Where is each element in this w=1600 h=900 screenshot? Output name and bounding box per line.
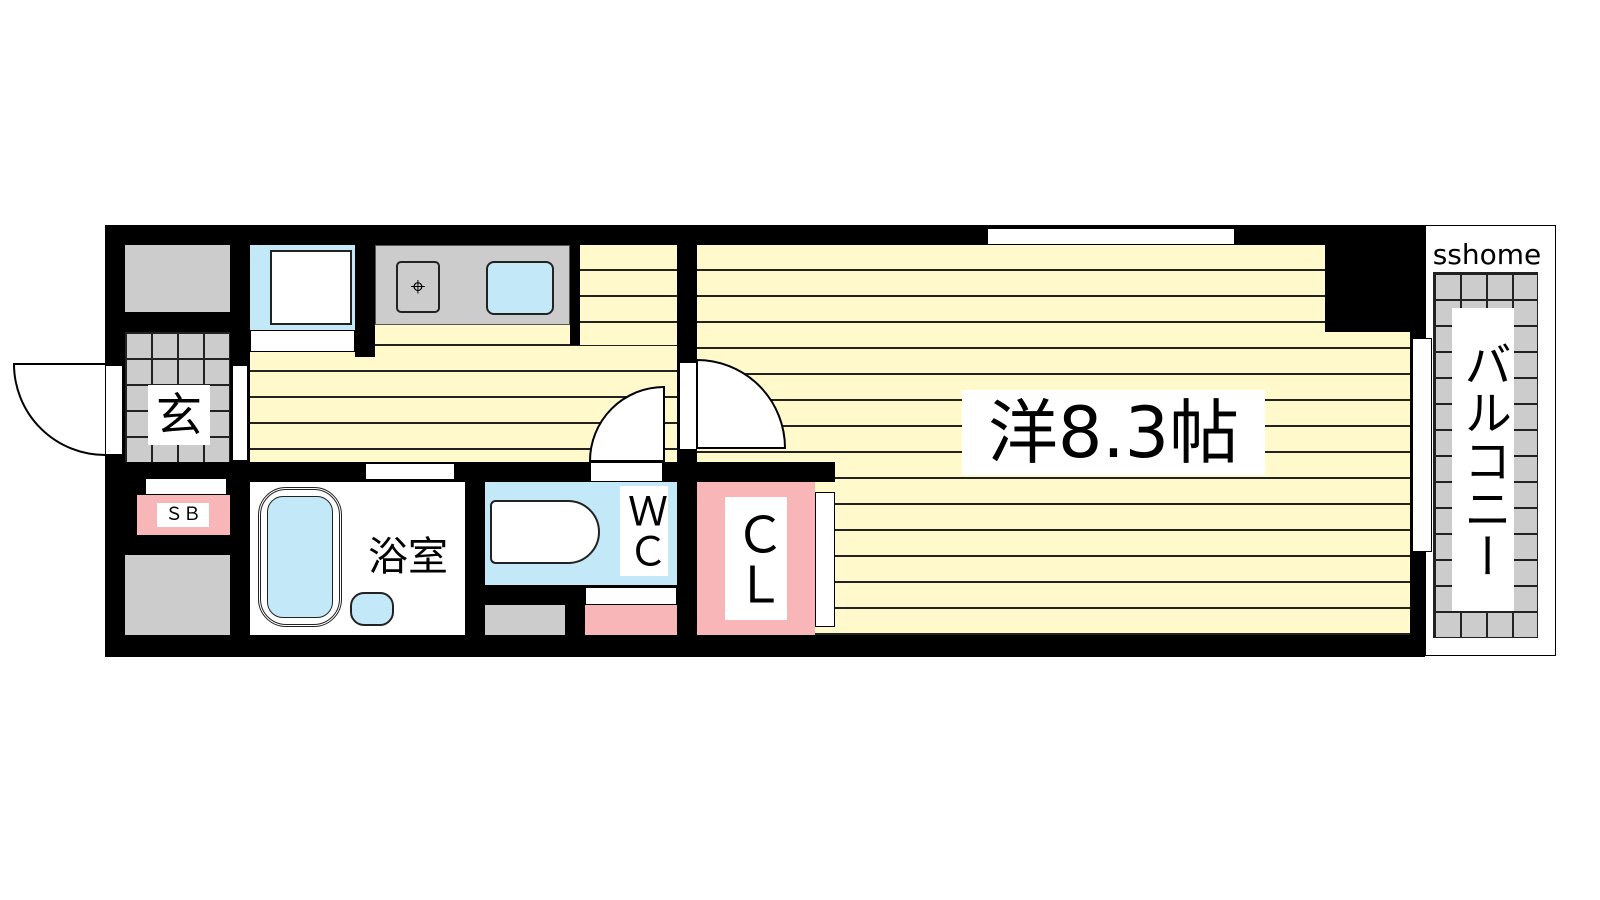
inner-door-frame [232,365,248,461]
toilet-storage [585,605,677,635]
toilet-door[interactable] [590,462,663,482]
toilet-shelf [585,587,677,605]
bathtub-icon [258,487,342,627]
entrance-door-frame [105,365,123,455]
closet-wall [677,462,835,482]
balcony-window[interactable] [1412,338,1432,552]
watermark: sshome [1432,238,1542,272]
closet-label: ＣＬ [725,497,787,620]
kitchen-floor-upper [580,245,677,345]
room-door-swing-icon[interactable] [695,358,790,453]
entrance-floor [125,332,230,462]
shoe-box-doors [145,478,227,495]
bathroom-label: 浴室 [368,534,448,580]
entrance-door-swing-icon[interactable] [10,360,110,460]
washing-machine-base [250,330,355,352]
toilet-door-swing-icon [588,385,665,462]
pipe-space [485,605,565,635]
wash-basin-icon [350,592,394,626]
pillar [1325,245,1415,332]
kitchen-sink-icon [486,261,554,315]
closet-doors[interactable] [815,492,835,627]
washing-machine-icon [270,250,352,325]
shoe-box-label: ＳＢ [157,503,209,527]
kitchen-wall [570,245,580,345]
balcony-label: バルコニー [1452,308,1514,611]
stove-burner-icon[interactable]: ⌖ [396,261,440,313]
storage-top [125,245,230,312]
entrance-label: 玄 [148,385,210,445]
washer-wall [355,245,375,357]
western-room-label: 洋8.3帖 [962,390,1265,475]
storage-bottom [125,555,230,635]
toilet-label: ＷＣ [620,486,668,576]
top-window[interactable] [987,228,1235,245]
bathroom-door[interactable] [365,463,455,480]
toilet-icon [490,500,600,564]
